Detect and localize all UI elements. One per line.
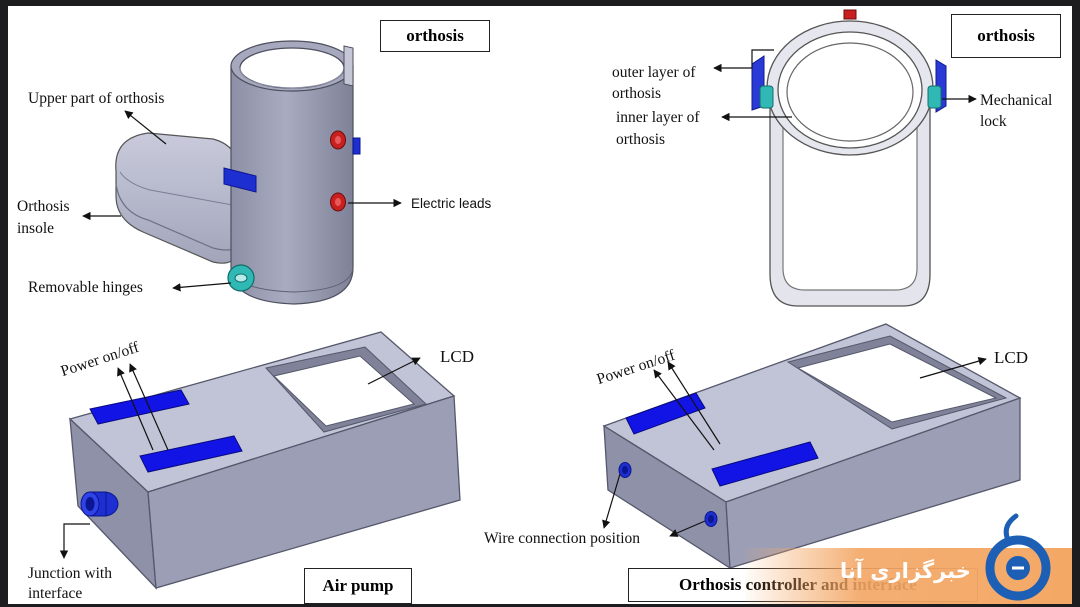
label-controller-lcd: LCD: [994, 348, 1028, 367]
label-mechanical-lock-line2: lock: [980, 113, 1007, 130]
panel-title-air-pump: Air pump: [304, 568, 412, 604]
label-junction-line1: Junction with: [28, 565, 112, 582]
label-pump-lcd: LCD: [440, 347, 474, 366]
strap-tab-left: [223, 167, 257, 193]
top-red-knob: [843, 9, 857, 20]
controller-power-switch-2: [711, 441, 819, 487]
label-outer-layer-line1: outer layer of: [612, 64, 696, 81]
label-removable-hinges: Removable hinges: [28, 279, 143, 296]
pump-power-switch-1: [89, 389, 190, 425]
controller-model: [602, 323, 1022, 570]
controller-power-switch-1: [625, 392, 706, 435]
panel-title-orthosis-right: orthosis: [951, 14, 1061, 58]
air-pump-model: [59, 331, 461, 590]
pump-lcd-screen: [272, 355, 416, 427]
pump-front-face: [147, 395, 461, 589]
label-outer-layer-line2: orthosis: [612, 85, 662, 102]
inner-layer-ring: [786, 42, 914, 142]
label-inner-layer-line1: inner layer of: [616, 109, 700, 126]
watermark-text: خبرگزاری آنا: [840, 559, 971, 583]
label-insole-line2: insole: [17, 220, 55, 237]
orthosis-insole-shape: [115, 132, 241, 264]
ana-news-agency-logo-icon: [985, 513, 1051, 601]
pump-power-switch-2: [139, 435, 243, 473]
label-mechanical-lock-line1: Mechanical: [980, 92, 1053, 109]
strap-tab-right: [352, 137, 361, 155]
label-insole-line1: Orthosis: [17, 198, 70, 215]
mechanical-lock-left: [759, 85, 774, 109]
label-junction-line2: interface: [28, 585, 83, 602]
mechanical-lock-right: [927, 85, 942, 109]
panel-title-orthosis-left: orthosis: [380, 20, 490, 52]
figure-canvas: orthosis orthosis Air pump Orthosis cont…: [8, 6, 1072, 604]
orthosis-top-view-model: [713, 9, 977, 307]
label-upper-part: Upper part of orthosis: [28, 90, 165, 107]
label-inner-layer-line2: orthosis: [616, 131, 666, 148]
label-electric-leads: Electric leads: [411, 196, 492, 211]
controller-front-face: [725, 397, 1021, 569]
orthosis-3d-model: [82, 40, 402, 305]
label-wire-connection: Wire connection position: [484, 530, 641, 547]
controller-lcd-screen: [796, 343, 998, 423]
figure-drawing: [59, 9, 1022, 590]
